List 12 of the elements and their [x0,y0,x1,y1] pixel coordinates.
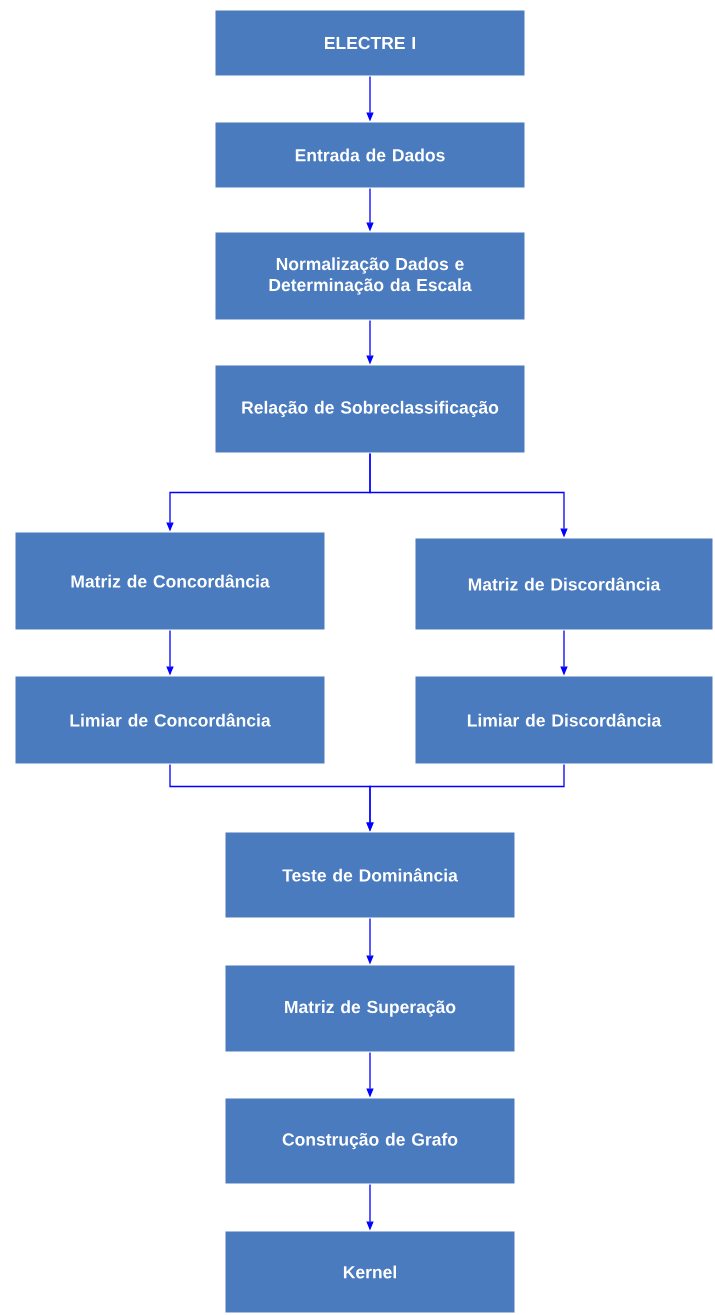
process-box: Normalização Dados e Determinação da Escala [214,231,526,321]
process-box: Limiar de Discordância [414,675,714,765]
process-box: Limiar de Concordância [14,675,326,765]
process-box: Construção de Grafo [224,1097,516,1185]
process-box: Kernel [224,1230,516,1314]
process-box: Relação de Sobreclassificação [214,364,526,454]
process-box: Matriz de Discordância [414,537,714,631]
process-box: Entrada de Dados [214,121,526,189]
process-box: Teste de Dominância [224,831,516,919]
process-box: Matriz de Concordância [14,531,326,631]
process-box: Matriz de Superação [224,964,516,1053]
process-box: ELECTRE I [214,9,526,77]
